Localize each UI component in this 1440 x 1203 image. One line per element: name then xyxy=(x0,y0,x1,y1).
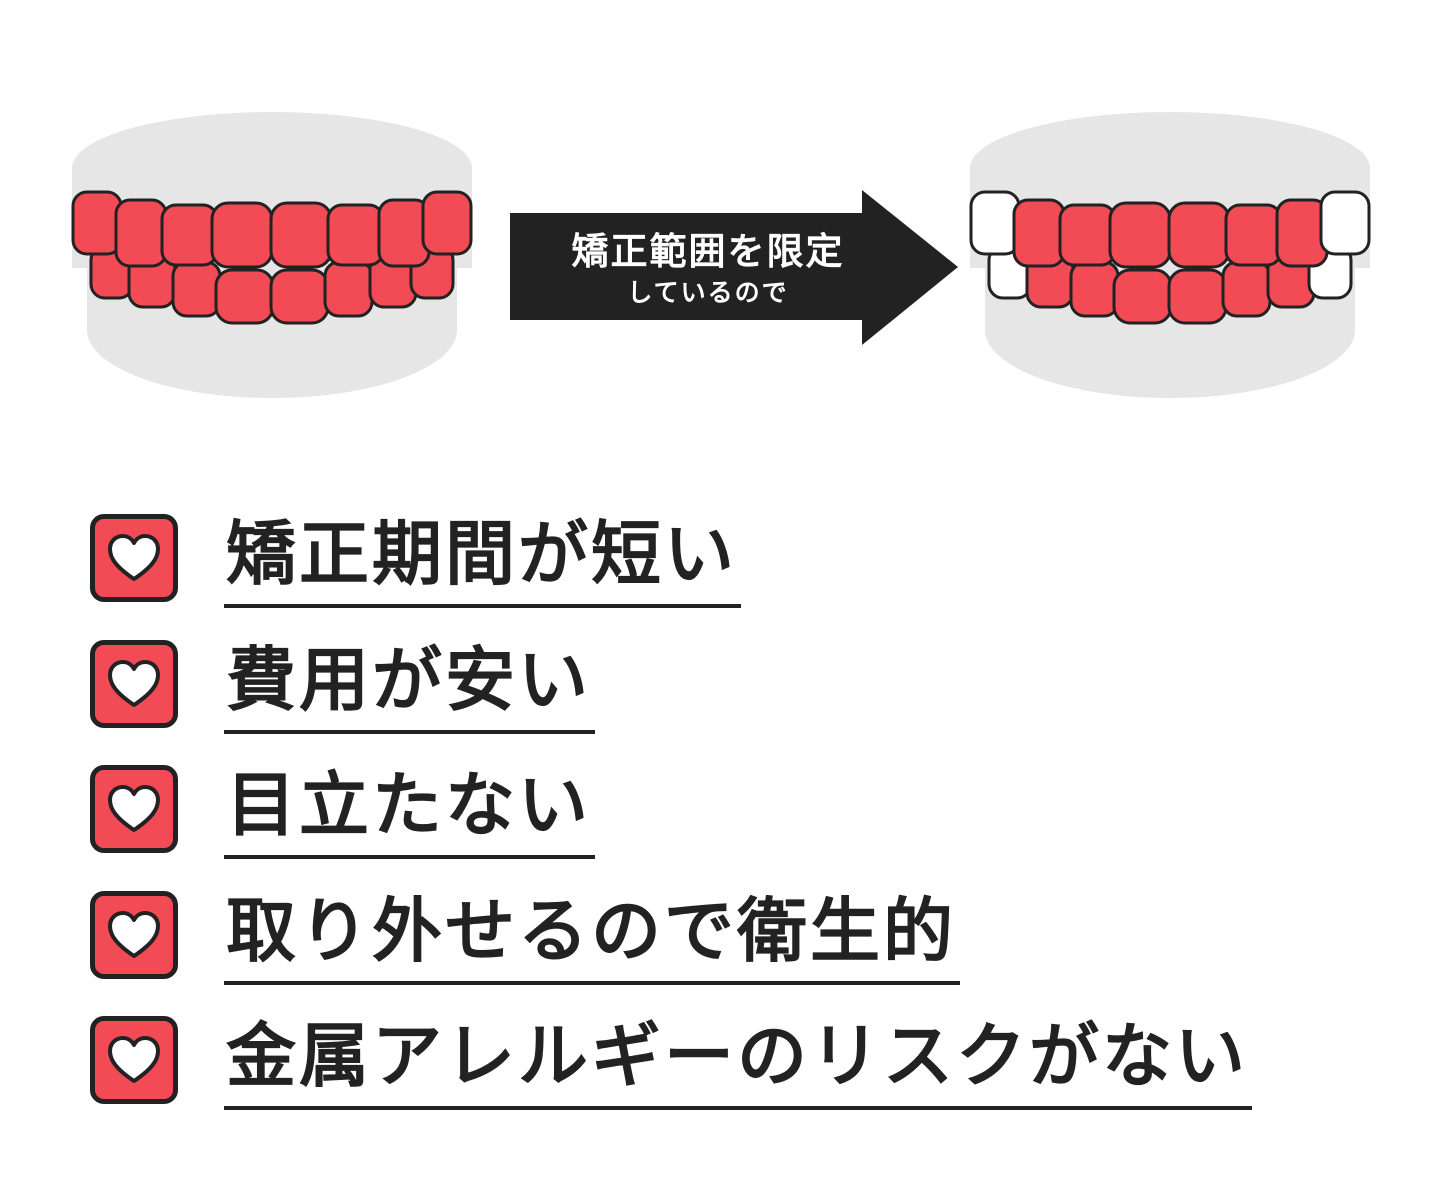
tooth-red xyxy=(1167,268,1228,325)
benefit-text: 矯正期間が短い xyxy=(224,512,741,608)
tooth-red xyxy=(1167,201,1231,269)
benefit-text: 目立たない xyxy=(224,763,595,859)
tooth-red xyxy=(1108,201,1172,269)
tooth-white xyxy=(969,190,1021,256)
tooth-red xyxy=(71,190,123,256)
tooth-red xyxy=(171,260,222,318)
arrow-label-sub: しているので xyxy=(627,278,788,307)
arrow-label-main: 矯正範囲を限定 xyxy=(572,230,845,273)
heart-checkbox xyxy=(90,890,178,979)
tooth-red xyxy=(421,190,473,256)
tooth-white xyxy=(1319,190,1371,256)
heart-checkbox xyxy=(90,514,178,602)
tooth-red xyxy=(323,260,374,318)
tooth-red xyxy=(269,268,330,325)
jaw-after-treatment xyxy=(969,112,1371,398)
tooth-red xyxy=(1224,203,1283,267)
arrow: 矯正範囲を限定 しているので xyxy=(510,190,958,345)
tooth-red xyxy=(326,203,385,267)
benefit-item: 矯正期間が短い xyxy=(88,512,1348,638)
tooth-red xyxy=(1112,268,1173,325)
heart-icon xyxy=(108,910,160,958)
tooth-red xyxy=(210,201,274,269)
benefit-text: 費用が安い xyxy=(224,638,595,734)
heart-checkbox xyxy=(90,765,178,853)
benefit-list: 矯正期間が短い 費用が安い 目立たない 取り外せるので衛生的 xyxy=(88,512,1348,1140)
teeth-illustration: 矯正範囲を限定 しているので xyxy=(71,112,1371,398)
heart-icon xyxy=(108,785,160,832)
tooth-red xyxy=(114,198,168,268)
benefit-item: 取り外せるので衛生的 xyxy=(88,889,1348,1015)
arrow-shape xyxy=(510,190,958,345)
benefit-item: 目立たない xyxy=(88,763,1348,889)
tooth-red xyxy=(269,201,333,269)
heart-checkbox xyxy=(90,639,178,728)
heart-icon xyxy=(108,659,160,707)
tooth-red xyxy=(160,203,219,267)
tooth-red xyxy=(1069,260,1120,318)
benefit-item: 金属アレルギーのリスクがない xyxy=(88,1014,1348,1140)
heart-icon xyxy=(108,1036,160,1083)
tooth-red xyxy=(1058,203,1117,267)
jaw-before-treatment xyxy=(71,112,473,398)
tooth-red xyxy=(1012,198,1066,268)
heart-checkbox xyxy=(90,1016,178,1104)
benefit-item: 費用が安い xyxy=(88,638,1348,764)
benefit-text: 金属アレルギーのリスクがない xyxy=(224,1014,1252,1110)
heart-icon xyxy=(108,534,160,581)
tooth-red xyxy=(214,268,275,325)
tooth-red xyxy=(1221,260,1272,318)
benefit-text: 取り外せるので衛生的 xyxy=(224,889,960,985)
